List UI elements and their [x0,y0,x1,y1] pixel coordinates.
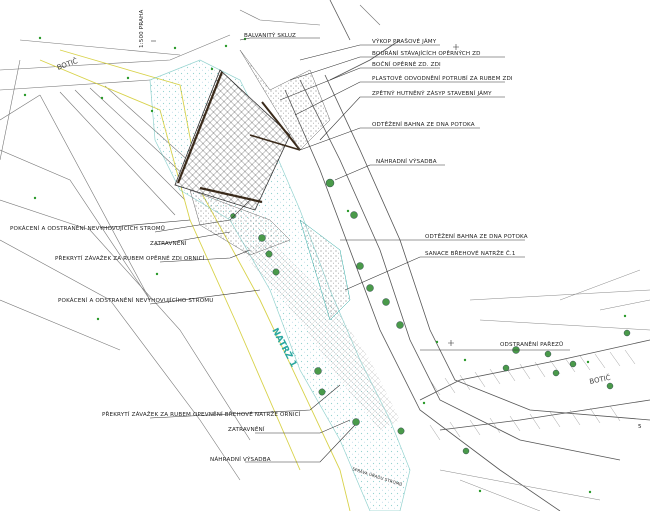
label-bourani: BOURÁNÍ STÁVAJÍCÍCH OPĚRNÝCH ZD [372,49,481,57]
tree [606,382,614,390]
label-nahradni-2: NÁHRADNÍ VÝSADBA [210,456,271,463]
tree [366,284,374,292]
label-nahradni-1: NÁHRADNÍ VÝSADBA [376,158,437,165]
tree [314,367,322,375]
tree [623,329,631,337]
label-odtezeni-1: ODTĚŽENÍ BAHNA ZE DNA POTOKA [372,120,475,128]
markers [151,40,459,346]
road-lines [284,0,650,511]
weir-block [174,49,331,256]
label-zatravneni-2: ZATRAVNĚNÍ [228,425,265,433]
label-sanace: SANACE BŘEHOVÉ NATRŽE Č.1 [425,249,516,257]
tree [230,213,236,219]
tree [396,321,404,329]
label-bocni: BOČNÍ OPĚRNÉ ZD. ZDI [372,60,441,68]
tree [272,268,280,276]
tree [352,418,360,426]
parcel-lines-right [439,269,650,511]
tree [265,250,273,258]
tree [318,388,326,396]
scale-note: 1:500 PRAHA [139,10,145,48]
tree [462,447,470,455]
street-label-right: BOTIČ [589,373,612,386]
tree [258,234,266,242]
parcel-lines-left [0,4,381,481]
tree [552,369,560,377]
label-pokaceni-2: POKÁCENÍ A ODSTRANĚNÍ NEVYHOVUJÍCÍHO STR… [58,296,214,304]
label-odtezeni-2: ODTĚŽENÍ BAHNA ZE DNA POTOKA [425,232,528,240]
tree [350,211,358,219]
label-prekryti-1: PŘEKRYTÍ ZÁVAŽEK ZA RUBEM OPĚRNÉ ZDI ORN… [55,254,205,262]
leader-lines [99,37,570,463]
label-balvanity-skluz: BALVANITÝ SKLUZ [244,32,296,39]
tree [325,178,335,188]
tree [356,262,364,270]
road-hatching [429,349,636,441]
trees [230,178,631,455]
label-odstraneni: ODSTRANĚNÍ PAŘEZŮ [500,340,563,348]
survey-points [23,36,627,494]
label-plastove: PLASTOVÉ ODVODNĚNÍ POTRUBÍ ZA RUBEM ZDI [372,74,513,82]
tree [544,350,552,358]
tree [502,364,510,372]
label-prekryti-2: PŘEKRYTÍ ZÁVAŽEK ZA RUBEM OPEVNĚNÍ BŘEHO… [102,410,301,418]
tree [397,427,405,435]
right-edge-label: 5 [638,424,642,430]
label-pokaceni-1: POKÁCENÍ A ODSTRANĚNÍ NEVYHOVUJÍCÍCH STR… [10,224,165,232]
label-zpetny: ZPĚTNÝ HUTNĚNÝ ZÁSYP STAVEBNÍ JÁMY [372,89,492,97]
label-zatravneni-1: ZATRAVNĚNÍ [150,239,187,247]
street-label-left: BOTIČ [56,56,79,72]
tree [382,298,390,306]
label-vykop: VÝKOP PRAŠOVÉ JÁMY [372,37,437,45]
tree [569,360,577,368]
